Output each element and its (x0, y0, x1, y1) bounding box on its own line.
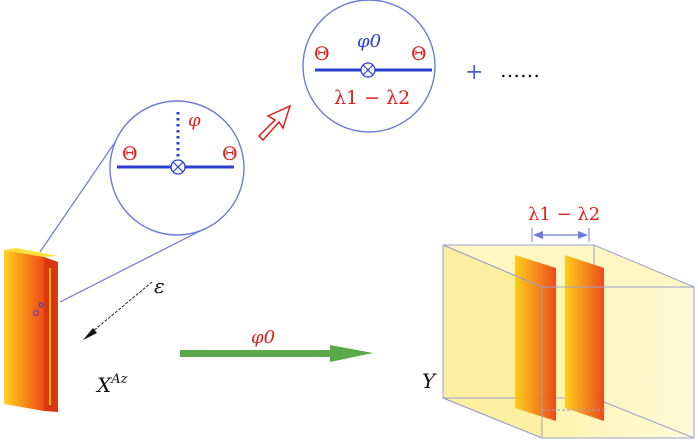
source-brane (4, 248, 58, 412)
flow-label: φ0 (251, 327, 275, 348)
box-front-face (541, 286, 695, 439)
gap-label: λ1 − λ2 (528, 204, 600, 225)
epsilon-arrow (83, 281, 153, 340)
target-box (442, 244, 695, 439)
theta-label-right: Θ (411, 43, 427, 65)
theta-label-right: Θ (222, 143, 238, 165)
theta-label-left: Θ (122, 143, 138, 165)
epsilon-label: ε (154, 274, 165, 298)
brane-point (32, 309, 40, 317)
circled-times-icon (170, 159, 186, 175)
brane-wall-right (565, 255, 604, 421)
gap-arrow (531, 228, 590, 242)
box-hidden-edge (593, 397, 695, 439)
phi-zero-text: φ0 (357, 31, 381, 52)
brane-point (38, 302, 44, 308)
source-label: XAz (95, 372, 128, 397)
ellipsis: …… (500, 58, 540, 82)
phi-zero-label: φ0 (357, 31, 381, 52)
source-label-base: X (95, 373, 112, 397)
lambda-diff-label: λ1 − λ2 (334, 87, 410, 109)
theta-label-left: Θ (314, 43, 330, 65)
vertex-circle-left: Θ Θ φ (109, 100, 245, 236)
hollow-arrow-icon (257, 104, 292, 142)
brane-top (4, 248, 58, 257)
brane-side (4, 250, 44, 411)
zoom-line-bottom (59, 225, 211, 303)
phi-label: φ (188, 110, 201, 131)
zoom-line-top (39, 131, 123, 253)
brane-edge (44, 257, 58, 412)
target-label: Y (422, 369, 437, 393)
zoom-cone (39, 131, 211, 303)
brane-wall-left (515, 255, 556, 421)
vertex-circle-right: Θ Θ φ0 λ1 − λ2 (302, 0, 436, 133)
green-arrow-icon (180, 345, 373, 362)
circled-times-icon (360, 62, 376, 78)
source-label-sup: Az (110, 372, 127, 387)
plus-sign: + (465, 60, 483, 85)
